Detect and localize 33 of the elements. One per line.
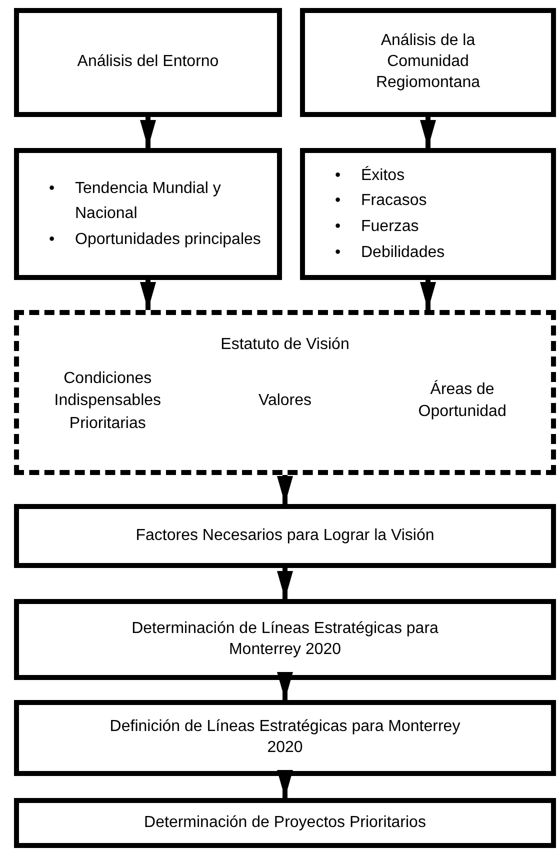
box-text: Determinación de Proyectos Prioritarios	[143, 812, 427, 833]
arrow	[277, 672, 293, 700]
bullet-item: • Éxitos	[335, 165, 406, 186]
process-box	[14, 599, 556, 680]
process-box	[14, 148, 282, 280]
box-text: Análisis del Entorno	[76, 52, 220, 72]
bullet-item: • Tendencia Mundial y Nacional	[49, 178, 222, 224]
process-box	[300, 148, 556, 280]
section-heading: Estatuto de Visión	[220, 336, 350, 354]
arrow	[420, 280, 436, 310]
bullet-item: • Oportunidades principales	[49, 230, 262, 250]
arrow	[140, 117, 156, 148]
process-box	[14, 8, 282, 117]
box-text: Determinación de Líneas Estratégicas para Monterrey 2020	[130, 618, 440, 660]
arrow	[277, 770, 293, 798]
process-box	[14, 798, 556, 848]
arrow	[277, 568, 293, 599]
box-text: Valores	[257, 391, 313, 412]
process-box	[14, 700, 556, 776]
box-text: Condiciones Indispensables Prioritarias	[53, 368, 162, 434]
box-text: Áreas de Oportunidad	[417, 379, 508, 422]
arrow	[420, 117, 436, 148]
process-box	[300, 8, 556, 117]
arrow	[277, 475, 293, 504]
arrow	[140, 280, 156, 310]
bullet-item: • Debilidades	[335, 242, 446, 263]
box-text: Definición de Líneas Estratégicas para Monterrey 2020	[108, 717, 462, 758]
dashed-group-box	[14, 310, 556, 475]
bullet-item: • Fuerzas	[335, 217, 420, 237]
box-text: Factores Necesarios para Lograr la Visión	[134, 526, 436, 546]
bullet-item: • Fracasos	[335, 191, 428, 212]
box-text: Análisis de la Comunidad Regiomontana	[374, 31, 482, 93]
process-box	[14, 504, 556, 568]
